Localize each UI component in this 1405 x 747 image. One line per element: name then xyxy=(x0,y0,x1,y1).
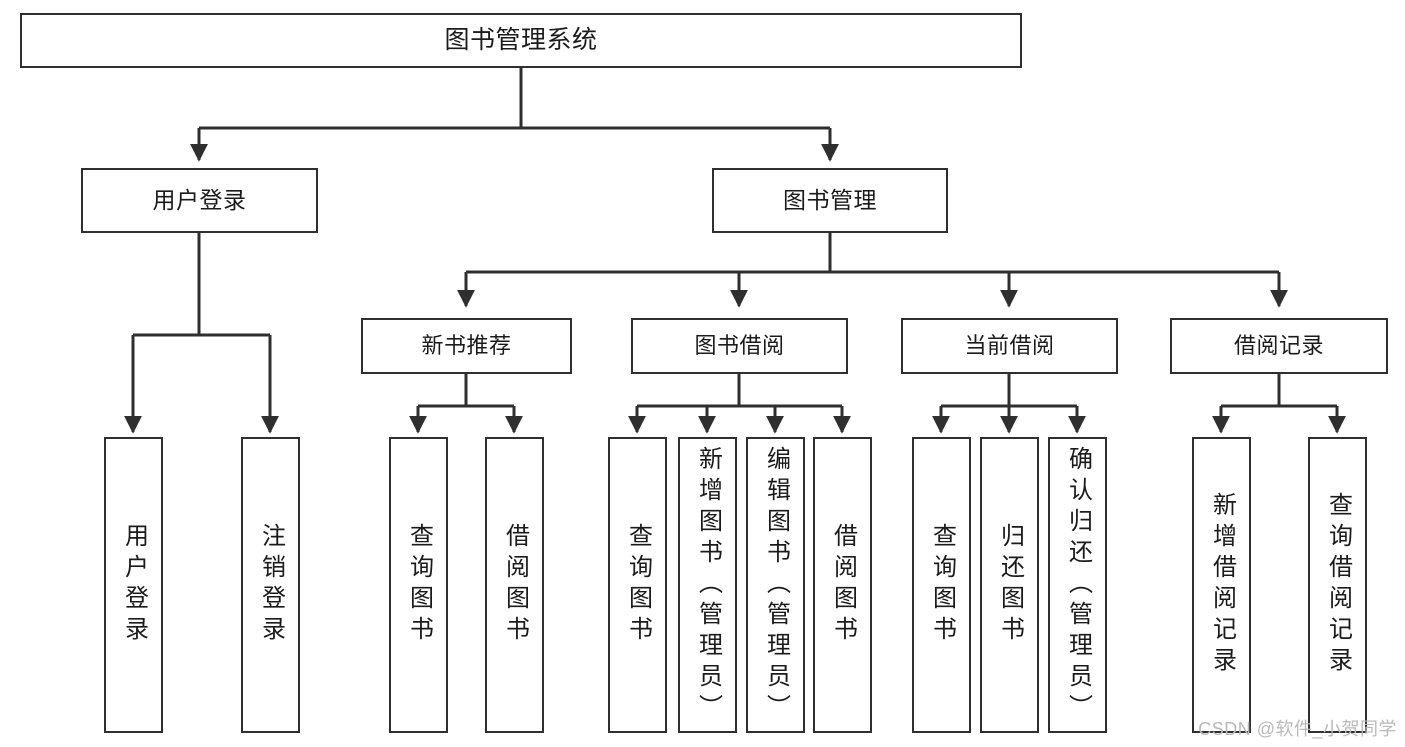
node-label: 借阅图书 xyxy=(829,523,857,647)
node-book-management-system[interactable]: 图书管理系统 xyxy=(20,13,1022,68)
node-borrow-record[interactable]: 借阅记录 xyxy=(1170,318,1388,374)
node-user-login[interactable]: 用户登录 xyxy=(81,168,318,233)
node-label: 归还图书 xyxy=(996,523,1024,647)
node-label: 查询图书 xyxy=(624,523,652,647)
node-label: 确认归还（管理员） xyxy=(1064,445,1092,725)
node-label: 借阅记录 xyxy=(1233,333,1324,359)
node-leaf-logout[interactable]: 注销登录 xyxy=(241,437,300,733)
node-leaf-confirm-return[interactable]: 确认归还（管理员） xyxy=(1048,437,1107,733)
node-label: 新书推荐 xyxy=(421,333,512,359)
node-label: 编辑图书（管理员） xyxy=(762,445,790,725)
node-label: 新增借阅记录 xyxy=(1208,492,1236,678)
node-label: 图书管理系统 xyxy=(444,25,598,54)
node-current-borrow[interactable]: 当前借阅 xyxy=(901,318,1118,374)
node-label: 图书借阅 xyxy=(694,333,785,359)
node-label: 借阅图书 xyxy=(501,523,529,647)
node-leaf-query-borrow-record[interactable]: 查询借阅记录 xyxy=(1308,437,1367,733)
csdn-watermark: CSDN @软件_小贺同学 xyxy=(1198,719,1397,739)
node-leaf-borrow-book-1[interactable]: 借阅图书 xyxy=(485,437,544,733)
node-leaf-add-book[interactable]: 新增图书（管理员） xyxy=(678,437,737,733)
node-leaf-user-login[interactable]: 用户登录 xyxy=(104,437,163,733)
node-new-book-recommend[interactable]: 新书推荐 xyxy=(361,318,572,374)
node-label: 新增图书（管理员） xyxy=(694,445,722,725)
node-leaf-borrow-book-2[interactable]: 借阅图书 xyxy=(813,437,872,733)
node-label: 用户登录 xyxy=(120,523,148,647)
node-label: 当前借阅 xyxy=(964,333,1055,359)
node-label: 注销登录 xyxy=(257,523,285,647)
node-label: 查询图书 xyxy=(405,523,433,647)
node-leaf-query-book-2[interactable]: 查询图书 xyxy=(608,437,667,733)
node-leaf-query-book-1[interactable]: 查询图书 xyxy=(389,437,448,733)
node-label: 用户登录 xyxy=(152,186,247,213)
node-leaf-edit-book[interactable]: 编辑图书（管理员） xyxy=(746,437,805,733)
node-leaf-query-book-3[interactable]: 查询图书 xyxy=(912,437,971,733)
node-label: 查询借阅记录 xyxy=(1324,492,1352,678)
node-label: 图书管理 xyxy=(783,186,877,213)
node-label: 查询图书 xyxy=(928,523,956,647)
node-book-manage[interactable]: 图书管理 xyxy=(712,168,948,233)
node-book-borrow[interactable]: 图书借阅 xyxy=(631,318,848,374)
node-leaf-return-book[interactable]: 归还图书 xyxy=(980,437,1039,733)
node-leaf-add-borrow-record[interactable]: 新增借阅记录 xyxy=(1192,437,1251,733)
